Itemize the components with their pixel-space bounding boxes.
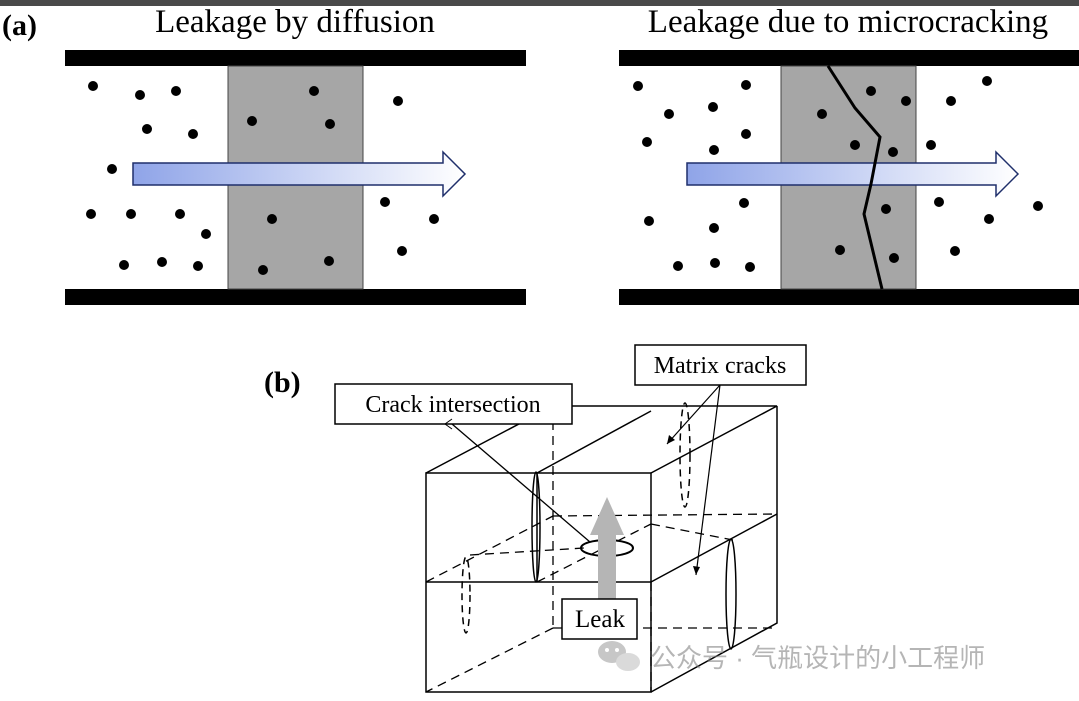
callout-leak: Leak xyxy=(561,598,638,640)
bottom-wall xyxy=(619,289,1079,305)
gas-molecules xyxy=(633,76,1043,272)
callout-crack-intersection: Crack intersection xyxy=(334,383,591,543)
bottom-wall xyxy=(65,289,526,305)
microcrack-line xyxy=(826,65,884,290)
top-wall xyxy=(619,50,1079,66)
top-face xyxy=(425,405,778,474)
microcracking-title: Leakage due to microcracking xyxy=(648,4,1048,40)
watermark-text: 公众号 · 气瓶设计的小工程师 xyxy=(650,643,985,673)
diffusion-diagram: Leakage by diffusion xyxy=(65,4,526,305)
crack-ellipse xyxy=(531,471,541,583)
wechat-icon xyxy=(598,641,640,671)
top-wall xyxy=(65,50,526,66)
watermark: 公众号 · 气瓶设计的小工程师 xyxy=(598,641,985,673)
crack-ellipse xyxy=(679,402,691,508)
top-border xyxy=(0,0,1079,6)
flow-arrow xyxy=(686,150,1020,198)
callout-crack-intersection-label: Crack intersection xyxy=(365,392,540,418)
leak-arrow xyxy=(590,497,624,608)
right-face xyxy=(650,406,778,693)
crack-ellipse xyxy=(461,556,471,634)
crack-ellipse xyxy=(725,538,737,650)
flow-arrow xyxy=(132,150,467,198)
microcracking-diagram: Leakage due to microcracking xyxy=(619,4,1079,305)
callout-matrix-cracks: Matrix cracks xyxy=(634,344,807,576)
gas-molecules xyxy=(86,81,439,275)
callout-leak-label: Leak xyxy=(575,606,625,633)
diffusion-title: Leakage by diffusion xyxy=(155,4,435,40)
panel-a-label: (a) xyxy=(2,9,37,42)
callout-matrix-cracks-label: Matrix cracks xyxy=(654,353,787,379)
panel-b-label: (b) xyxy=(264,366,301,399)
